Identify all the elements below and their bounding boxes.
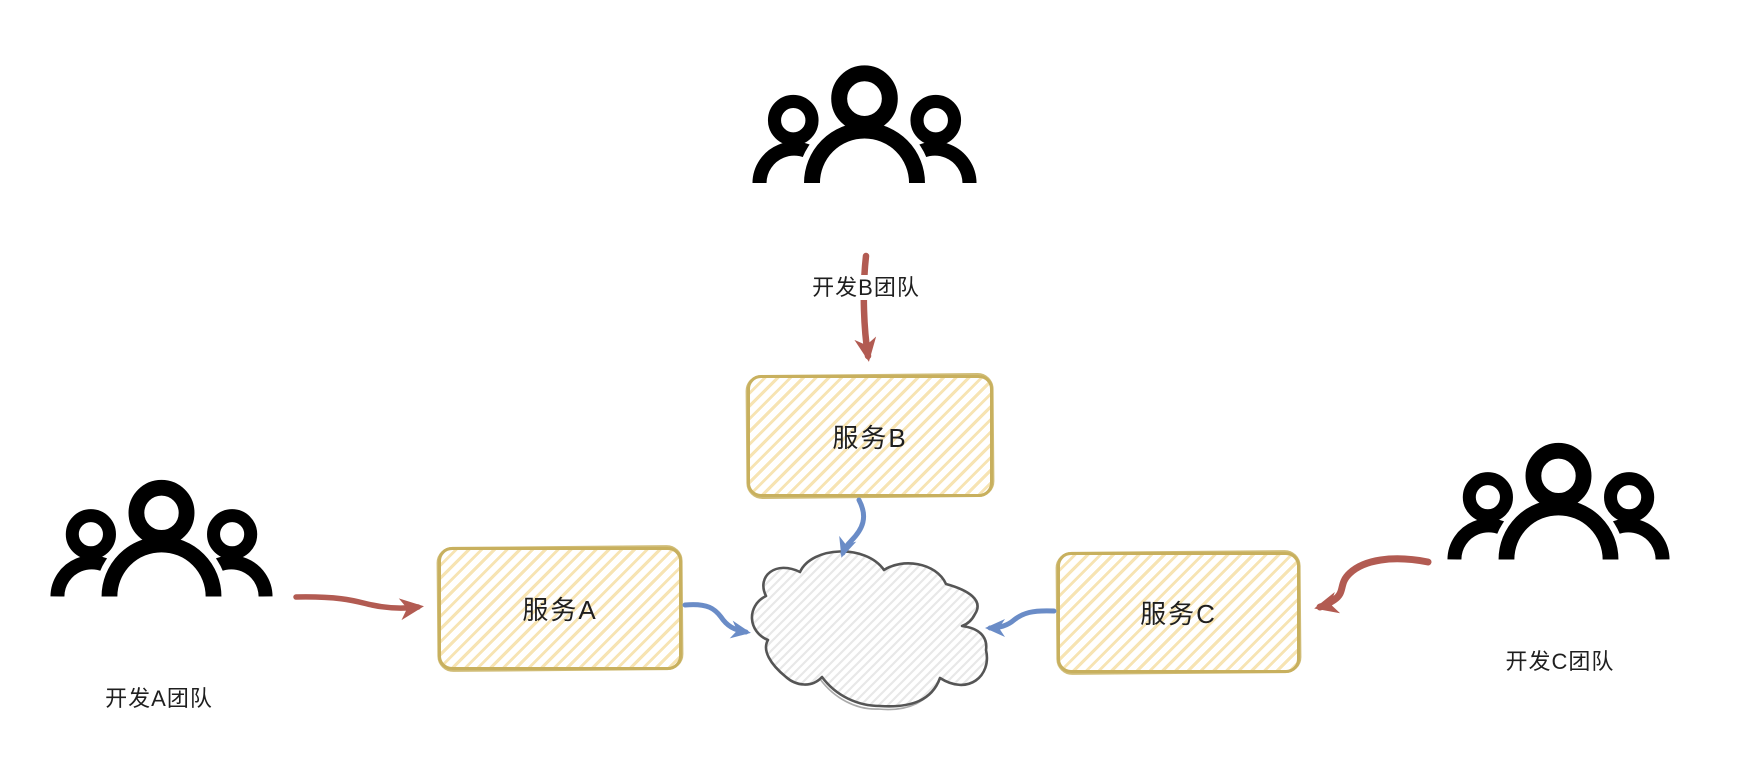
team-b-label-text: 开发B团队 bbox=[810, 275, 922, 300]
service-b-label: 服务B bbox=[832, 422, 908, 453]
service-a-label: 服务A bbox=[522, 595, 598, 625]
people-group-icon bbox=[1447, 440, 1670, 560]
team-c-label-text: 开发C团队 bbox=[1503, 649, 1617, 674]
service-b-box: 服务B bbox=[747, 375, 993, 497]
team-c-label: 开发C团队 bbox=[1470, 644, 1650, 676]
arrow-service-c-to-cloud bbox=[985, 608, 1057, 637]
arrow-service-b-to-cloud bbox=[839, 497, 867, 558]
team-a-label: 开发A团队 bbox=[69, 681, 249, 713]
people-group-icon bbox=[752, 63, 977, 183]
service-a-box: 服务A bbox=[438, 547, 682, 670]
team-a-label-text: 开发A团队 bbox=[103, 686, 215, 711]
service-c-box: 服务C bbox=[1057, 552, 1300, 673]
service-c-label: 服务C bbox=[1140, 599, 1217, 629]
cloud-shape bbox=[750, 550, 989, 711]
arrow-service-a-to-cloud bbox=[682, 602, 751, 639]
arrow-team-a-to-service-a bbox=[293, 594, 424, 621]
team-b-label: 开发B团队 bbox=[776, 270, 956, 302]
arrow-team-c-to-service-c bbox=[1314, 555, 1432, 614]
people-group-icon bbox=[50, 477, 273, 597]
